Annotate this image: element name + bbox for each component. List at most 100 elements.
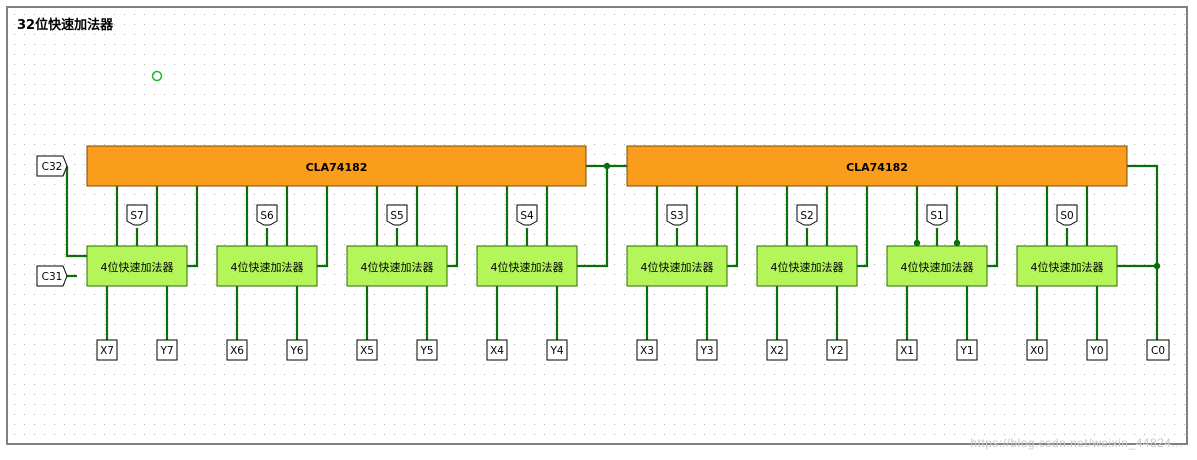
wire-junction xyxy=(1153,262,1161,270)
y-input-pin[interactable]: Y1 xyxy=(956,339,978,361)
c0-pin-label: C0 xyxy=(1151,345,1165,357)
sum-output-pin-box xyxy=(666,204,688,226)
x-input-pin-box xyxy=(1026,339,1048,361)
sum-output-pin-label: S0 xyxy=(1060,210,1073,222)
y-input-pin[interactable]: Y7 xyxy=(156,339,178,361)
y-input-pin-box xyxy=(956,339,978,361)
wire-junction xyxy=(603,162,611,170)
x-input-pin[interactable]: X5 xyxy=(356,339,378,361)
y-input-pin-label: Y0 xyxy=(1089,345,1103,357)
x-input-pin-box xyxy=(226,339,248,361)
c32-pin[interactable]: C32 xyxy=(36,155,68,177)
y-input-pin-label: Y3 xyxy=(699,345,713,357)
y-input-pin[interactable]: Y2 xyxy=(826,339,848,361)
y-input-pin-label: Y2 xyxy=(829,345,843,357)
adder-block-label: 4位快速加法器 xyxy=(901,260,974,274)
c32-pin-box xyxy=(36,155,68,177)
probe-marker[interactable] xyxy=(151,70,163,82)
carry-wire xyxy=(987,186,999,268)
adder-block[interactable]: 4位快速加法器 xyxy=(86,245,188,287)
adder-block-body xyxy=(886,245,988,287)
adder-block[interactable]: 4位快速加法器 xyxy=(886,245,988,287)
carry-wire xyxy=(187,186,199,268)
x-input-pin-label: X2 xyxy=(770,345,784,357)
adder-block-label: 4位快速加法器 xyxy=(771,260,844,274)
x-input-pin[interactable]: X0 xyxy=(1026,339,1048,361)
sum-output-pin[interactable]: S2 xyxy=(796,204,818,226)
sum-output-pin-box xyxy=(516,204,538,226)
wire-junction xyxy=(953,239,961,247)
x-input-pin-label: X6 xyxy=(230,345,244,357)
y-input-pin-box xyxy=(546,339,568,361)
sum-output-pin[interactable]: S6 xyxy=(256,204,278,226)
y-input-pin-box xyxy=(1086,339,1108,361)
x-input-pin[interactable]: X6 xyxy=(226,339,248,361)
adder-block-label: 4位快速加法器 xyxy=(641,260,714,274)
adder-block[interactable]: 4位快速加法器 xyxy=(216,245,318,287)
sum-output-pin-box xyxy=(926,204,948,226)
x-input-pin-box xyxy=(486,339,508,361)
adder-block[interactable]: 4位快速加法器 xyxy=(476,245,578,287)
y-input-pin-label: Y1 xyxy=(959,345,973,357)
x-input-pin-label: X0 xyxy=(1030,345,1044,357)
y-input-pin[interactable]: Y3 xyxy=(696,339,718,361)
cla-block[interactable]: CLA74182 xyxy=(626,145,1128,187)
y-input-pin[interactable]: Y5 xyxy=(416,339,438,361)
adder-block[interactable]: 4位快速加法器 xyxy=(756,245,858,287)
x-input-pin[interactable]: X3 xyxy=(636,339,658,361)
adder-block[interactable]: 4位快速加法器 xyxy=(626,245,728,287)
sum-output-pin[interactable]: S1 xyxy=(926,204,948,226)
x-input-pin-label: X1 xyxy=(900,345,914,357)
x-input-pin[interactable]: X2 xyxy=(766,339,788,361)
c32-wire xyxy=(65,166,87,258)
y-input-pin[interactable]: Y6 xyxy=(286,339,308,361)
adder-block[interactable]: 4位快速加法器 xyxy=(346,245,448,287)
adder-block-body xyxy=(346,245,448,287)
cla-block[interactable]: CLA74182 xyxy=(86,145,587,187)
y-input-pin-box xyxy=(286,339,308,361)
adder-block-body xyxy=(756,245,858,287)
y-input-pin-label: Y6 xyxy=(289,345,303,357)
x-input-pin-box xyxy=(636,339,658,361)
x-input-pin[interactable]: X4 xyxy=(486,339,508,361)
cla-block-label: CLA74182 xyxy=(846,161,908,174)
sum-output-pin-label: S2 xyxy=(800,210,813,222)
c31-pin[interactable]: C31 xyxy=(36,265,68,287)
sum-output-pin[interactable]: S0 xyxy=(1056,204,1078,226)
sum-output-pin[interactable]: S4 xyxy=(516,204,538,226)
sum-output-pin-box xyxy=(796,204,818,226)
adder-block-body xyxy=(1016,245,1118,287)
circuit-title: 32位快速加法器 xyxy=(17,18,114,33)
y-input-pin[interactable]: Y4 xyxy=(546,339,568,361)
x-input-pin-label: X7 xyxy=(100,345,114,357)
x-input-pin[interactable]: X1 xyxy=(896,339,918,361)
grid-background xyxy=(7,7,1187,444)
carry-wire xyxy=(577,166,609,268)
adder-block-label: 4位快速加法器 xyxy=(491,260,564,274)
y-input-pin[interactable]: Y0 xyxy=(1086,339,1108,361)
x-input-pin-label: X5 xyxy=(360,345,374,357)
sum-output-pin[interactable]: S5 xyxy=(386,204,408,226)
x-input-pin-box xyxy=(96,339,118,361)
adder-block-body xyxy=(86,245,188,287)
cla-block-label: CLA74182 xyxy=(306,161,368,174)
y-input-pin-box xyxy=(826,339,848,361)
adder-block[interactable]: 4位快速加法器 xyxy=(1016,245,1118,287)
y-input-pin-box xyxy=(696,339,718,361)
sum-output-pin-box xyxy=(256,204,278,226)
sum-output-pin-label: S3 xyxy=(670,210,683,222)
sum-output-pin[interactable]: S7 xyxy=(126,204,148,226)
y-input-pin-label: Y5 xyxy=(419,345,433,357)
cla-block-body xyxy=(626,145,1128,187)
c31-pin-box xyxy=(36,265,68,287)
c0-pin[interactable]: C0 xyxy=(1146,339,1170,361)
sum-output-pin-box xyxy=(126,204,148,226)
adder-block-body xyxy=(216,245,318,287)
sum-output-pin[interactable]: S3 xyxy=(666,204,688,226)
x-input-pin[interactable]: X7 xyxy=(96,339,118,361)
cla-block-body xyxy=(86,145,587,187)
canvas-frame xyxy=(6,6,1188,445)
wire-junction xyxy=(913,239,921,247)
